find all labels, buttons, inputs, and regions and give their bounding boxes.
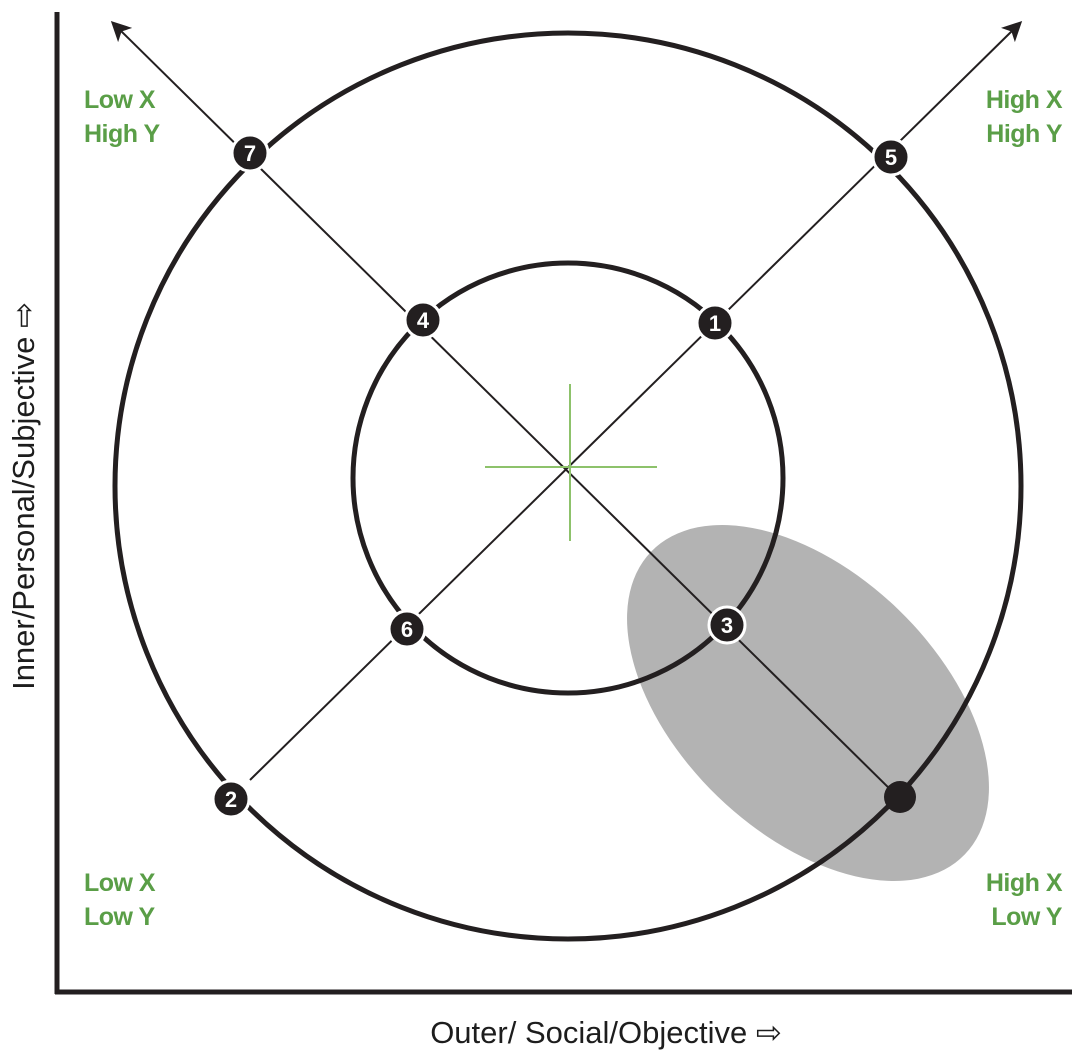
unlabeled-node <box>884 781 916 813</box>
quadrant-bottom-right-line1: High X <box>986 869 1063 897</box>
x-axis-label: Outer/ Social/Objective ⇨ <box>430 1015 782 1050</box>
node-4-label: 4 <box>417 308 430 333</box>
outer-circle <box>112 30 1024 942</box>
node-5: 5 <box>871 137 911 177</box>
highlight-ellipse <box>627 525 989 881</box>
quadrant-top-right-line1: High X <box>986 86 1063 114</box>
node-7-label: 7 <box>244 141 256 166</box>
node-3: 3 <box>707 605 747 645</box>
node-2: 2 <box>211 779 251 819</box>
quadrant-top-left-line2: High Y <box>84 120 161 148</box>
node-5-label: 5 <box>885 145 897 170</box>
quadrant-top-left-line1: Low X <box>84 86 156 114</box>
quadrant-label-top-right: High X High Y <box>986 86 1063 148</box>
node-2-label: 2 <box>225 787 237 812</box>
quadrant-label-bottom-left: Low X Low Y <box>84 869 156 931</box>
node-1-label: 1 <box>709 311 721 336</box>
node-4: 4 <box>403 300 443 340</box>
quadrant-bottom-left-line2: Low Y <box>84 903 155 931</box>
node-1: 1 <box>695 303 735 343</box>
node-6: 6 <box>387 609 427 649</box>
y-axis-label: Inner/Personal/Subjective ⇨ <box>6 302 41 690</box>
node-7: 7 <box>230 133 270 173</box>
node-3-label: 3 <box>721 613 733 638</box>
inner-circle <box>350 260 786 696</box>
quadrant-label-top-left: Low X High Y <box>84 86 161 148</box>
quadrant-bottom-left-line1: Low X <box>84 869 156 897</box>
node-6-label: 6 <box>401 617 413 642</box>
quadrant-bottom-right-line2: Low Y <box>991 903 1062 931</box>
quadrant-label-bottom-right: High X Low Y <box>986 869 1063 931</box>
quadrant-top-right-line2: High Y <box>986 120 1063 148</box>
